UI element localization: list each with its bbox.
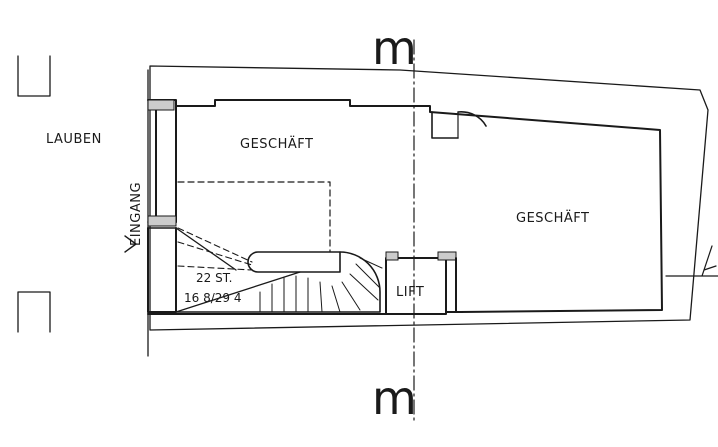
outer-property-line: [149, 65, 709, 331]
label-eingang: EINGANG: [129, 182, 144, 246]
section-mark-bottom: m: [372, 371, 417, 425]
lift-side-wall: [445, 257, 463, 313]
arcade-pillar-top: [17, 55, 51, 97]
label-geschaeft-left: GESCHÄFT: [240, 136, 313, 152]
lift-shaft: [385, 257, 447, 315]
label-stairs-count: 22 ST.: [196, 271, 232, 285]
stair-diagonal: [175, 227, 301, 313]
stair-enclosure: [147, 227, 177, 313]
stair-dashed-lines: [177, 227, 253, 271]
label-geschaeft-right: GESCHÄFT: [516, 210, 589, 226]
lift-wall-hatch: [385, 251, 399, 261]
stair-landing: [247, 251, 341, 273]
wall-hatch-entrance: [147, 215, 177, 227]
entrance-arrow: [124, 235, 137, 253]
stair-treads: [259, 257, 383, 313]
label-lauben: LAUBEN: [46, 132, 102, 147]
wall-hatch-top: [147, 99, 175, 111]
arcade-pillar-bottom: [17, 291, 51, 333]
door-swing: [431, 111, 487, 139]
left-wall-outer: [155, 105, 177, 223]
spiral-stair: [175, 251, 381, 313]
lift-wall-hatch-right: [437, 251, 457, 261]
label-lift: LIFT: [396, 285, 424, 300]
right-edge-marker: [665, 245, 718, 277]
dashed-outline: [177, 181, 331, 253]
section-mark-top: m: [372, 21, 417, 75]
label-stairs-dims: 16 8/29 4: [184, 291, 241, 305]
